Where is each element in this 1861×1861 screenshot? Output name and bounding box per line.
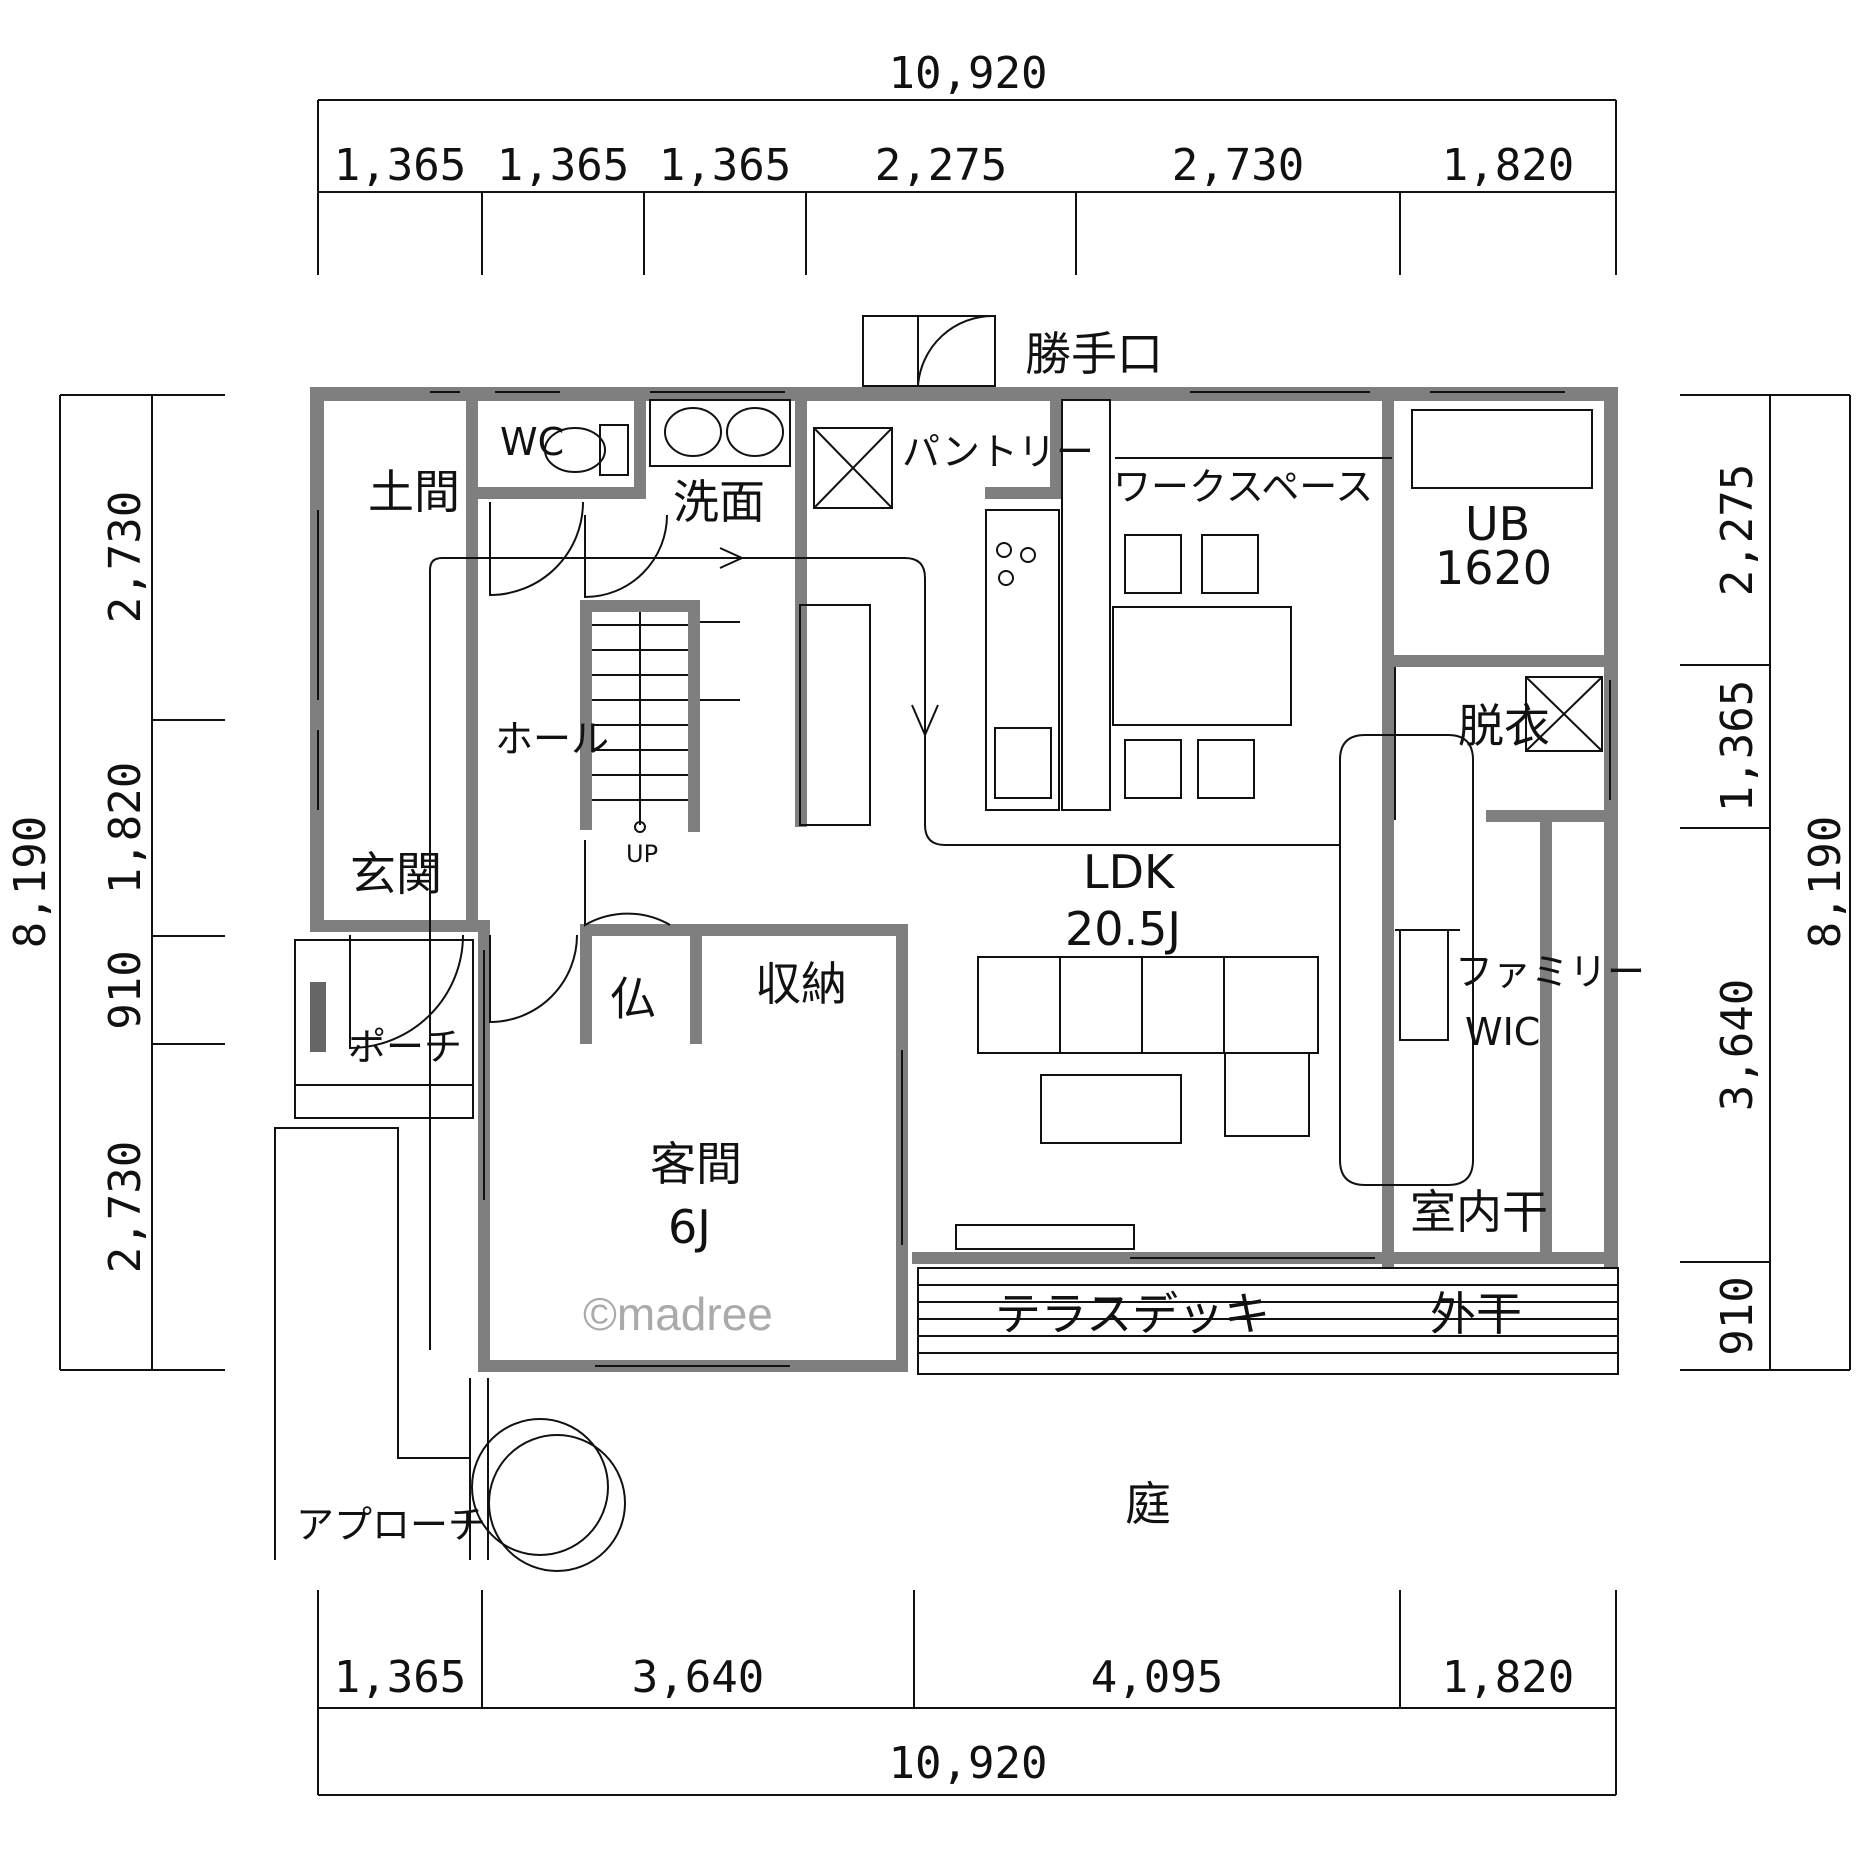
dim-left-seg-3: 910 <box>100 950 151 1029</box>
dim-bottom-seg-1: 1,365 <box>334 1652 466 1703</box>
walls <box>310 387 1618 1372</box>
dim-top-seg-4: 2,275 <box>875 140 1007 191</box>
dim-top-seg-2: 1,365 <box>497 140 629 191</box>
label-ldk: LDK <box>1083 845 1176 899</box>
label-terrace-deck: テラスデッキ <box>995 1287 1270 1341</box>
label-storage: 収納 <box>755 957 847 1011</box>
label-porch: ポーチ <box>348 1025 462 1069</box>
label-ub-size: 1620 <box>1435 541 1552 595</box>
label-up: UP <box>626 840 658 868</box>
dim-left-seg-1: 2,730 <box>100 491 151 623</box>
label-ldk-size: 20.5J <box>1065 902 1181 956</box>
label-hall: ホール <box>495 717 609 761</box>
label-guest-room: 客間 <box>650 1137 742 1191</box>
dim-left-seg-2: 1,820 <box>100 762 151 894</box>
label-family-wic-1: ファミリー <box>1455 950 1645 994</box>
dim-top-seg-6: 1,820 <box>1442 140 1574 191</box>
label-indoor-drying: 室内干 <box>1410 1185 1548 1239</box>
dim-right-total: 8,190 <box>1800 816 1851 948</box>
dim-right-seg-1: 2,275 <box>1712 464 1763 596</box>
label-service-door: 勝手口 <box>1025 327 1163 381</box>
dimension-lines <box>59 99 1851 1796</box>
label-ub: UB <box>1465 497 1530 551</box>
label-wc: WC <box>500 420 564 464</box>
label-washroom: 洗面 <box>673 475 765 529</box>
dim-bottom-seg-4: 1,820 <box>1442 1652 1574 1703</box>
dim-top-seg-5: 2,730 <box>1172 140 1304 191</box>
dim-top-total: 10,920 <box>889 48 1048 99</box>
label-entrance: 玄関 <box>350 847 442 901</box>
label-dressing: 脱衣 <box>1458 699 1550 753</box>
label-pantry: パントリー <box>902 430 1094 474</box>
label-outdoor-drying: 外干 <box>1430 1287 1522 1341</box>
dim-right-seg-4: 910 <box>1712 1276 1763 1355</box>
dim-top-seg-3: 1,365 <box>659 140 791 191</box>
label-garden: 庭 <box>1125 1477 1171 1531</box>
dim-right-seg-2: 1,365 <box>1712 680 1763 812</box>
dim-left-total: 8,190 <box>5 816 56 948</box>
dim-top-seg-1: 1,365 <box>334 140 466 191</box>
label-family-wic-2: WIC <box>1465 1010 1540 1054</box>
dim-bottom-seg-3: 4,095 <box>1091 1652 1223 1703</box>
label-workspace: ワークスペース <box>1113 465 1373 509</box>
stair-steps <box>592 612 688 833</box>
windows <box>317 391 1611 1367</box>
dim-bottom-seg-2: 3,640 <box>632 1652 764 1703</box>
dim-left-seg-4: 2,730 <box>100 1141 151 1273</box>
dim-right-seg-3: 3,640 <box>1712 979 1763 1111</box>
label-doma: 土間 <box>368 465 460 519</box>
label-altar: 仏 <box>610 972 656 1026</box>
label-guest-room-size: 6J <box>668 1200 711 1254</box>
dim-bottom-total: 10,920 <box>889 1738 1048 1789</box>
label-approach: アプローチ <box>296 1503 486 1547</box>
fixtures <box>274 314 1619 1572</box>
room-labels: 勝手口 WC 土間 洗面 パントリー ワークスペース UB 1620 ホール 脱… <box>296 327 1645 1547</box>
watermark: ©madree <box>583 1288 773 1340</box>
